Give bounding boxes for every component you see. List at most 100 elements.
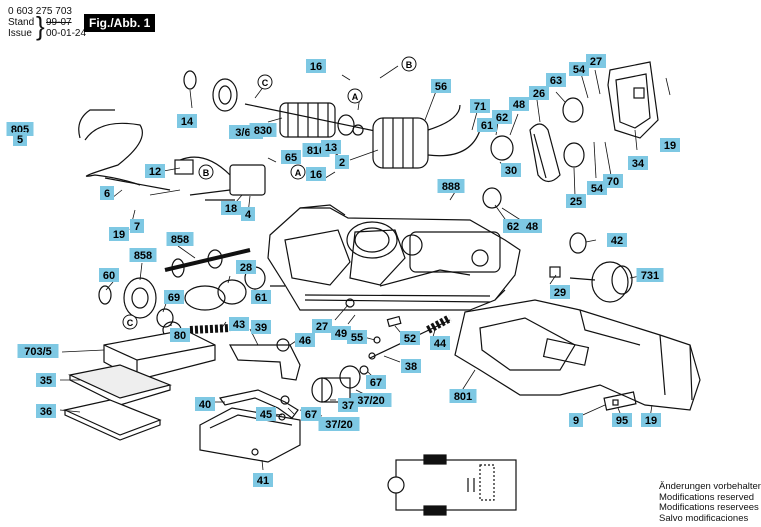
bottom-cover bbox=[199, 407, 301, 463]
callout-c2: C bbox=[122, 314, 138, 330]
callout-text: 858 bbox=[171, 234, 189, 246]
callout-text: 28 bbox=[240, 262, 252, 274]
field-coil bbox=[372, 104, 481, 169]
callout-text: 36 bbox=[40, 406, 52, 418]
callout-box bbox=[221, 201, 241, 215]
callout-29: 29 bbox=[550, 285, 570, 299]
callout-box bbox=[145, 164, 165, 178]
callout-box bbox=[36, 373, 56, 387]
callout-43: 43 bbox=[229, 317, 249, 331]
callout-box bbox=[660, 138, 680, 152]
callout-38: 38 bbox=[401, 359, 421, 373]
tension-lever bbox=[218, 389, 299, 421]
callout-54a: 54 bbox=[569, 62, 589, 76]
callout-6: 6 bbox=[100, 186, 114, 200]
drive-belt bbox=[529, 123, 561, 183]
callout-box bbox=[569, 413, 583, 427]
callout-text: 55 bbox=[351, 332, 363, 344]
callout-2: 2 bbox=[335, 155, 349, 169]
callout-box bbox=[312, 319, 332, 333]
callout-text: 34 bbox=[632, 158, 645, 170]
callout-28: 28 bbox=[236, 260, 256, 274]
callout-text: 67 bbox=[370, 377, 382, 389]
callout-text: 4 bbox=[245, 209, 252, 221]
bevel-gear bbox=[98, 277, 182, 339]
callout-62a: 62 bbox=[492, 110, 512, 124]
callout-888: 888 bbox=[437, 179, 465, 193]
callout-text: 5 bbox=[17, 134, 23, 146]
callout-text: 810 bbox=[307, 145, 325, 157]
callout-40: 40 bbox=[195, 397, 215, 411]
callout-731: 731 bbox=[636, 268, 664, 282]
power-cable bbox=[78, 109, 171, 191]
callout-9: 9 bbox=[569, 413, 583, 427]
callout-text: 56 bbox=[435, 81, 447, 93]
callout-16b: 16 bbox=[306, 167, 326, 181]
callout-text: 48 bbox=[526, 221, 538, 233]
callout-box bbox=[17, 344, 59, 358]
callout-a1: A bbox=[347, 88, 363, 104]
callout-text: 70 bbox=[607, 176, 619, 188]
callout-text: 44 bbox=[434, 338, 447, 350]
callout-text: 71 bbox=[474, 101, 486, 113]
main-housing bbox=[267, 204, 521, 311]
callout-text: 27 bbox=[590, 56, 602, 68]
callout-text: 41 bbox=[257, 475, 269, 487]
callout-text: 18 bbox=[225, 203, 237, 215]
callout-text: 54 bbox=[591, 183, 604, 195]
callout-box bbox=[251, 320, 271, 334]
callout-text: 888 bbox=[442, 181, 460, 193]
callout-box bbox=[522, 219, 542, 233]
callout-box bbox=[295, 333, 315, 347]
note-en: Modifications reserved bbox=[659, 491, 755, 503]
callout-text: 27 bbox=[316, 321, 328, 333]
callout-b2: B bbox=[198, 164, 214, 180]
callout-box bbox=[437, 179, 465, 193]
callout-box bbox=[318, 417, 360, 431]
callout-61b: 61 bbox=[251, 290, 271, 304]
callout-box bbox=[249, 123, 277, 137]
callout-box bbox=[401, 359, 421, 373]
callout-box bbox=[100, 186, 114, 200]
callout-text: 25 bbox=[570, 196, 582, 208]
callout-box bbox=[36, 404, 56, 418]
callout-box bbox=[256, 407, 276, 421]
callout-text: 830 bbox=[254, 125, 272, 137]
stand-label: Stand bbox=[8, 17, 35, 28]
callout-text: C bbox=[127, 318, 134, 328]
stand-value: 99-07 bbox=[46, 17, 72, 28]
callout-text: 26 bbox=[533, 88, 545, 100]
callout-4: 4 bbox=[241, 207, 255, 221]
callout-box bbox=[587, 181, 607, 195]
callout-text: 67 bbox=[305, 409, 317, 421]
figure-label: Fig./Abb. 1 bbox=[84, 14, 156, 32]
callout-text: 29 bbox=[554, 287, 566, 299]
callout-box bbox=[13, 132, 27, 146]
callout-3720a: 37/20 bbox=[350, 393, 392, 407]
callout-text: 35 bbox=[40, 375, 52, 387]
callout-box bbox=[281, 150, 301, 164]
callout-text: 2 bbox=[339, 157, 345, 169]
callout-box bbox=[566, 194, 586, 208]
callout-703: 703/5 bbox=[17, 344, 59, 358]
callout-text: 13 bbox=[325, 142, 337, 154]
callout-c1: C bbox=[257, 74, 273, 90]
callout-62b: 62 bbox=[503, 219, 523, 233]
callout-44: 44 bbox=[430, 336, 450, 350]
callout-box bbox=[335, 155, 349, 169]
callout-19b: 19 bbox=[109, 227, 129, 241]
part-number: 0 603 275 703 bbox=[8, 6, 72, 17]
callout-text: 80 bbox=[174, 330, 186, 342]
callout-text: 49 bbox=[335, 328, 347, 340]
callout-67b: 67 bbox=[301, 407, 321, 421]
metal-plate bbox=[63, 399, 162, 441]
callout-box bbox=[177, 114, 197, 128]
callout-box bbox=[366, 375, 386, 389]
callout-text: 37/20 bbox=[325, 419, 353, 431]
callout-text: A bbox=[295, 168, 302, 178]
callout-box bbox=[301, 407, 321, 421]
callout-41: 41 bbox=[253, 473, 273, 487]
callout-858a: 858 bbox=[166, 232, 194, 246]
callout-5: 5 bbox=[13, 132, 27, 146]
rear-cover bbox=[607, 61, 659, 139]
